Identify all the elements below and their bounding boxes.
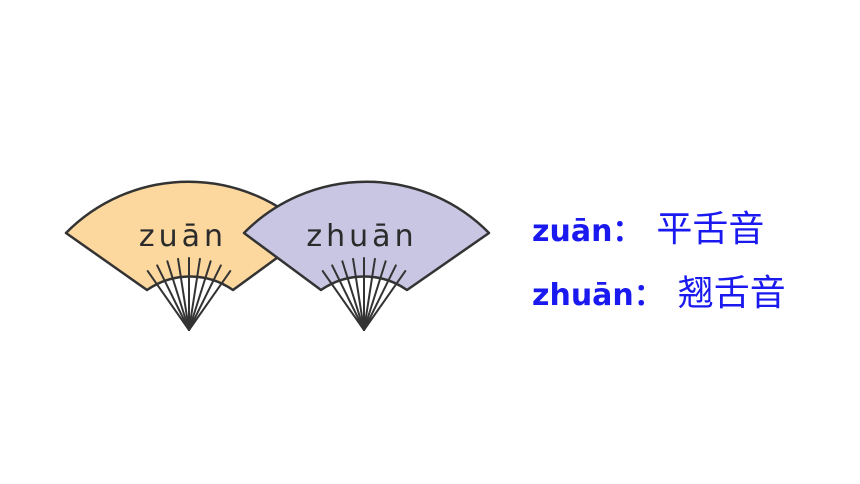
fan-rib: [363, 270, 407, 331]
fan-zhuan: zhuān: [242, 180, 491, 331]
legend-row-zhuan: zhuān ： 翘舌音: [532, 264, 852, 328]
fan-zuan-label: zuān: [139, 219, 227, 254]
legend-colon: ：: [612, 214, 643, 249]
fan-rib: [321, 270, 365, 331]
fan-rib: [166, 260, 190, 331]
fan-rib: [188, 270, 232, 331]
legend-row-zuan: zuān ： 平舌音: [532, 200, 852, 264]
fan-rib: [156, 264, 190, 331]
legend-pinyin-zhuan: zhuān: [532, 278, 634, 313]
legend-desc-flat-tongue: 平舌音: [656, 209, 765, 250]
legend-colon: ：: [633, 278, 664, 313]
fan-zuan: zuān: [64, 180, 313, 331]
fan-rib: [177, 257, 190, 331]
fan-zhuan-label: zhuān: [306, 219, 417, 254]
fan-rib: [352, 257, 365, 331]
legend-pinyin-zuan: zuān: [532, 214, 613, 249]
fan-zuan-ribs: [146, 257, 232, 331]
legend-desc-retroflex-tongue: 翘舌音: [677, 273, 786, 314]
tongue-position-legend: zuān ： 平舌音 zhuān ： 翘舌音: [532, 200, 852, 328]
fan-rib: [188, 257, 201, 331]
fan-rib: [363, 264, 397, 331]
fan-rib: [188, 264, 222, 331]
fan-rib: [341, 260, 365, 331]
fan-rib: [146, 270, 190, 331]
fan-rib: [188, 260, 212, 331]
fan-rib: [363, 260, 387, 331]
fan-zhuan-ribs: [321, 257, 407, 331]
fan-rib: [331, 264, 365, 331]
fan-rib: [363, 257, 376, 331]
